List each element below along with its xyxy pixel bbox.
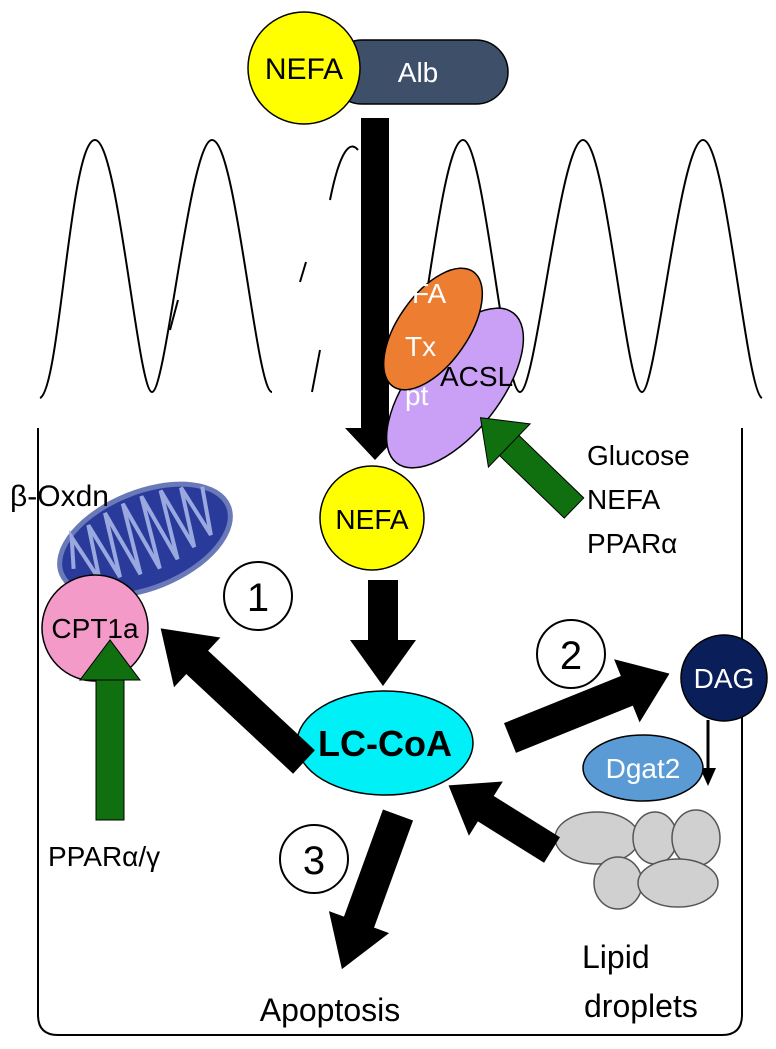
- nefa-mid-circle: [319, 465, 425, 571]
- step-3-circle: [279, 824, 349, 894]
- fa-tx-shape: [382, 267, 484, 391]
- step-3-label: 3: [303, 839, 325, 883]
- regulator-ppar-alpha: PPARα: [587, 528, 677, 559]
- fa-label: FA: [412, 278, 447, 309]
- tx-label: Tx: [405, 331, 436, 362]
- nefa-top-circle: [247, 11, 361, 125]
- acsl-label: ACSL: [440, 361, 513, 392]
- pathway-2-arrow: [504, 659, 670, 753]
- step-1-label: 1: [247, 576, 269, 620]
- apoptosis-label: Apoptosis: [260, 992, 401, 1028]
- nefa-albumin-complex: Alb NEFA: [247, 11, 509, 125]
- dag-label: DAG: [694, 663, 755, 694]
- transporters: FA Tx ACSL pt: [382, 267, 525, 469]
- cpt1a-circle: [41, 574, 149, 682]
- regulator-ppar-alpha-gamma: PPARα/γ: [48, 841, 160, 872]
- dag-circle: [680, 634, 768, 722]
- cpt1a-label: CPT1a: [51, 613, 139, 644]
- droplets-label: droplets: [584, 988, 698, 1024]
- step-2-label: 2: [560, 634, 582, 678]
- droplets-to-lccoa-arrow: [448, 781, 560, 863]
- lipid-label: Lipid: [582, 939, 650, 975]
- mitochondrion-icon: [57, 481, 233, 599]
- acsl-regulator-arrow: [479, 417, 585, 519]
- microvillus-fragment: [299, 261, 307, 283]
- pathway-3-arrow: [328, 809, 414, 970]
- step-1-circle: [223, 561, 293, 631]
- uptake-arrow: [345, 118, 405, 460]
- regulator-glucose: Glucose: [587, 440, 690, 471]
- microvillus-fragment: [169, 299, 179, 331]
- nefa-mid-label: NEFA: [335, 504, 408, 535]
- lc-coa-label: LC-CoA: [318, 723, 452, 764]
- beta-oxdn-label: β-Oxdn: [10, 480, 109, 513]
- cpt1a-regulator-arrow: [79, 639, 141, 821]
- dag-to-droplets-arrow: [700, 720, 716, 786]
- albumin-label: Alb: [398, 57, 438, 88]
- pathway-1-arrow: [160, 628, 315, 774]
- nefa-top-label: NEFA: [265, 53, 343, 86]
- step-2-circle: [536, 619, 606, 689]
- regulator-nefa: NEFA: [587, 484, 660, 515]
- nefa-to-lccoa-arrow: [350, 580, 416, 686]
- microvillus-fragment: [329, 145, 359, 201]
- dgat2-shape: [582, 734, 704, 802]
- cell-body-outline: [37, 428, 743, 1036]
- lipid-droplets: [554, 809, 721, 910]
- cell-membrane-microvilli: [39, 138, 763, 399]
- dgat2-label: Dgat2: [606, 753, 681, 784]
- pt-label: pt: [405, 380, 429, 411]
